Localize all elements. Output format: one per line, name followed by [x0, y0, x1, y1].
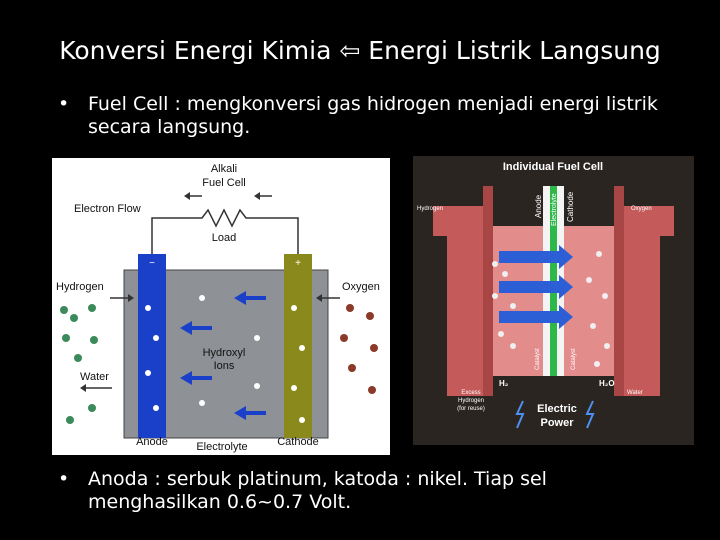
water-output-label: Water: [627, 390, 643, 396]
proton-arrows: [499, 245, 573, 329]
bullet-marker: •: [58, 468, 70, 490]
cathode-plus-sign: +: [295, 258, 301, 269]
lightning-icon: [515, 400, 525, 429]
flow-arrow-icon: [254, 192, 272, 200]
bullet-anoda: • Anoda : serbuk platinum, katoda : nike…: [58, 468, 658, 514]
flow-arrow-icon: [184, 192, 202, 200]
alkali-title-line1: Alkali: [211, 163, 237, 175]
cathode-label: Cathode: [277, 436, 319, 448]
hydroxyl-label-line1: Hydroxyl: [203, 347, 246, 359]
bullet-marker: •: [58, 93, 70, 115]
excess-hydrogen-line3: (for reuse): [457, 406, 485, 412]
electrolyte-vertical-label: Electrolyte: [551, 193, 558, 226]
excess-hydrogen-line2: Hydrogen: [458, 398, 484, 404]
electron-flow-label: Electron Flow: [74, 203, 141, 215]
cathode-side-region: [564, 226, 614, 376]
flow-plates: [433, 186, 674, 396]
water-label: Water: [80, 371, 109, 383]
alkali-title-line2: Fuel Cell: [202, 177, 245, 189]
molecule-dots: [492, 251, 610, 367]
h2o-output-label: H₂O: [599, 379, 615, 388]
external-circuit-wire: [151, 208, 299, 368]
slide-title: Konversi Energi Kimia ⇦ Energi Listrik L…: [59, 36, 661, 65]
cathode-vertical-label: Cathode: [566, 191, 575, 222]
anode-vertical-label: Anode: [534, 194, 543, 218]
inlet-arrow-icon: [316, 294, 340, 302]
catalyst-label-right: Catalyst: [571, 348, 577, 370]
hydrogen-inlet-label: Hydrogen: [417, 206, 443, 212]
bullet-text: Anoda : serbuk platinum, katoda : nikel.…: [88, 468, 547, 513]
hydrogen-label: Hydrogen: [56, 281, 104, 293]
anode-electrode: [138, 254, 166, 438]
lightning-icon: [585, 400, 595, 429]
h2-output-label: H₂: [499, 379, 509, 388]
hydroxyl-label-line2: Ions: [214, 360, 235, 372]
anode-minus-sign: −: [149, 258, 155, 269]
cathode-electrode: [284, 254, 312, 438]
alkali-fuel-cell-diagram: Alkali Fuel Cell Electron Flow Load − + …: [52, 158, 390, 455]
inlet-arrow-icon: [110, 294, 134, 302]
bullet-fuel-cell: • Fuel Cell : mengkonversi gas hidrogen …: [58, 93, 658, 139]
excess-hydrogen-line1: Excess: [461, 390, 480, 396]
oxygen-label: Oxygen: [342, 281, 380, 293]
electric-power-line1: Electric: [537, 403, 577, 415]
individual-fuel-cell-diagram: Individual Fuel Cell Hydrogen Oxygen Ano…: [413, 156, 694, 445]
electric-power-line2: Power: [540, 417, 574, 429]
hydroxyl-arrows: [180, 291, 266, 420]
electrolyte-label: Electrolyte: [196, 441, 247, 453]
catalyst-label-left: Catalyst: [535, 348, 541, 370]
anode-label: Anode: [136, 436, 168, 448]
outlet-arrow-icon: [80, 384, 112, 392]
load-label: Load: [212, 232, 236, 244]
individual-title: Individual Fuel Cell: [503, 161, 603, 173]
bullet-text: Fuel Cell : mengkonversi gas hidrogen me…: [88, 93, 658, 138]
molecule-dots: [60, 295, 378, 424]
oxygen-inlet-label: Oxygen: [631, 206, 652, 212]
